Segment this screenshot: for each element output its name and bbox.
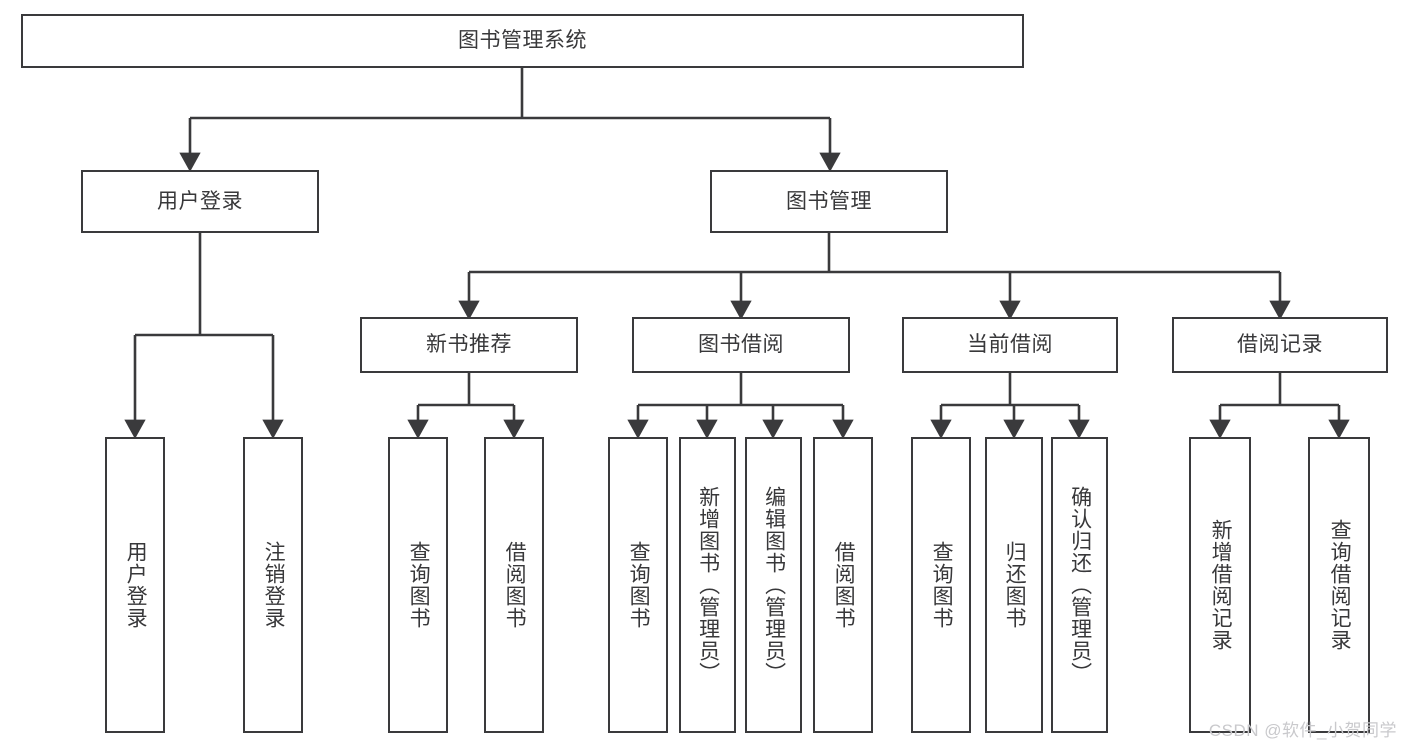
node-label: 用户登录	[157, 189, 243, 213]
leaf-return-book[interactable]: 归还图书	[985, 437, 1043, 733]
leaf-borrow-book[interactable]: 借阅图书	[813, 437, 873, 733]
node-label: 新增借阅记录	[1209, 519, 1233, 651]
node-label: 编辑图书（管理员）	[762, 486, 786, 684]
edges-new-book-to-leaves	[407, 373, 525, 439]
node-label: 注销登录	[262, 541, 286, 629]
edges-book-mgmt-to-level3	[458, 233, 1291, 320]
leaf-query-book-recommend[interactable]: 查询图书	[388, 437, 448, 733]
edges-borrow-record-to-leaves	[1209, 373, 1350, 439]
node-label: 用户登录	[124, 541, 148, 629]
node-label: 查询图书	[627, 541, 651, 629]
edges-borrow-to-leaves	[627, 373, 854, 439]
node-label: 确认归还（管理员）	[1068, 486, 1092, 684]
node-label: 图书管理	[786, 189, 872, 213]
leaf-user-login[interactable]: 用户登录	[105, 437, 165, 733]
node-current-borrowing[interactable]: 当前借阅	[902, 317, 1118, 373]
node-label: 借阅图书	[503, 541, 527, 629]
edges-current-borrow-to-leaves	[930, 373, 1090, 439]
node-borrowing-record[interactable]: 借阅记录	[1172, 317, 1388, 373]
node-label: 借阅图书	[832, 541, 856, 629]
leaf-confirm-return-admin[interactable]: 确认归还（管理员）	[1051, 437, 1108, 733]
edges-root-to-level2	[179, 68, 841, 172]
leaf-logout[interactable]: 注销登录	[243, 437, 303, 733]
leaf-add-borrow-record[interactable]: 新增借阅记录	[1189, 437, 1251, 733]
node-book-management[interactable]: 图书管理	[710, 170, 948, 233]
node-label: 查询图书	[407, 541, 431, 629]
node-root-book-management-system[interactable]: 图书管理系统	[21, 14, 1024, 68]
leaf-query-book-current[interactable]: 查询图书	[911, 437, 971, 733]
csdn-watermark: CSDN @软件_小贺同学	[1208, 721, 1397, 740]
node-label: 图书管理系统	[458, 29, 587, 53]
node-label: 归还图书	[1003, 541, 1027, 629]
leaf-add-book-admin[interactable]: 新增图书（管理员）	[679, 437, 736, 733]
node-label: 新增图书（管理员）	[696, 486, 720, 684]
node-label: 查询图书	[930, 541, 954, 629]
node-new-book-recommendation[interactable]: 新书推荐	[360, 317, 578, 373]
leaf-query-borrow-record[interactable]: 查询借阅记录	[1308, 437, 1370, 733]
node-label: 查询借阅记录	[1328, 519, 1352, 651]
node-book-borrowing[interactable]: 图书借阅	[632, 317, 850, 373]
leaf-borrow-book-recommend[interactable]: 借阅图书	[484, 437, 544, 733]
leaf-edit-book-admin[interactable]: 编辑图书（管理员）	[745, 437, 802, 733]
node-user-login[interactable]: 用户登录	[81, 170, 319, 233]
node-label: 图书借阅	[698, 333, 784, 357]
edges-user-login-to-leaves	[124, 233, 284, 439]
leaf-query-book-borrowing[interactable]: 查询图书	[608, 437, 668, 733]
node-label: 借阅记录	[1237, 333, 1323, 357]
node-label: 当前借阅	[967, 333, 1053, 357]
node-label: 新书推荐	[426, 333, 512, 357]
